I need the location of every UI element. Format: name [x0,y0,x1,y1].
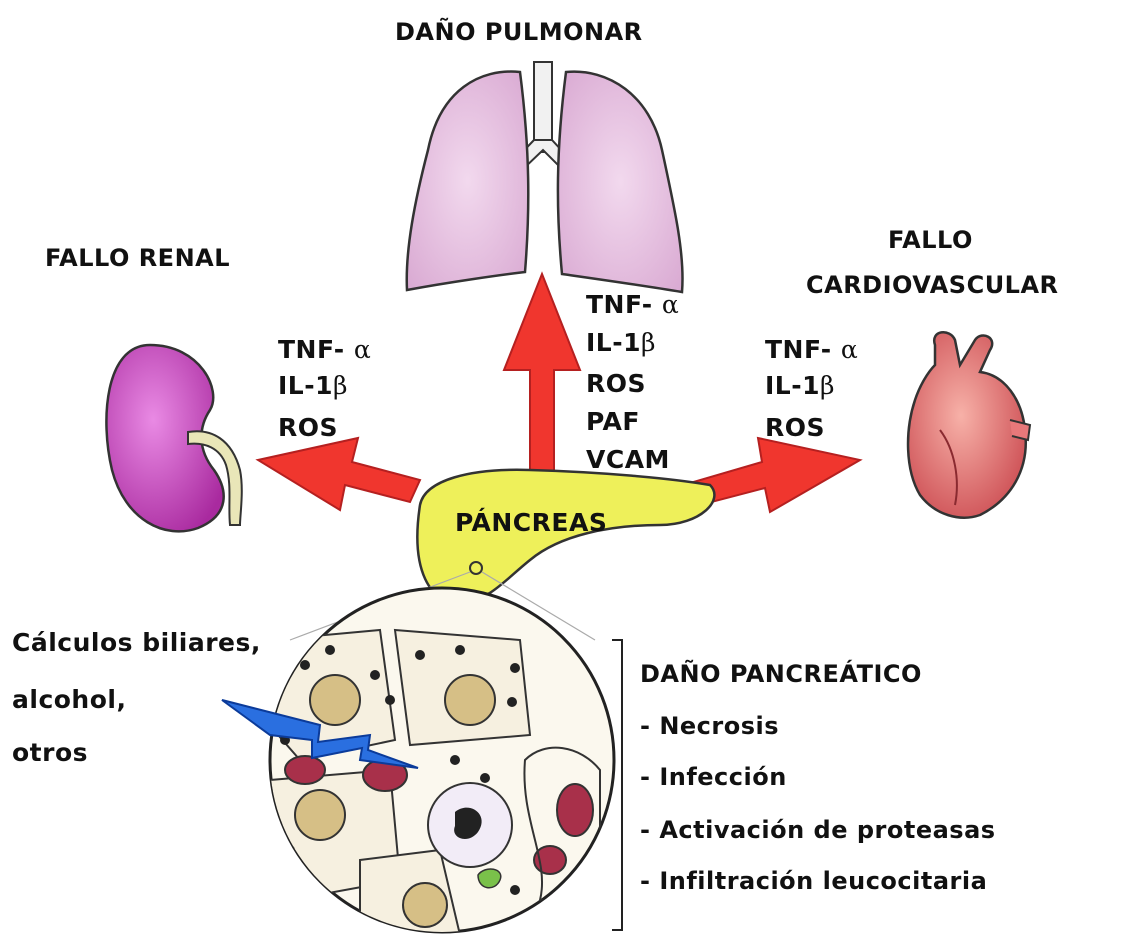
pulmonary-mediator-ros: ROS [586,366,646,402]
tissue-magnification [265,588,614,935]
damage-item-protease-activation: - Activación de proteasas [640,806,996,854]
damage-item-necrosis: - Necrosis [640,702,779,750]
kidney-title: FALLO RENAL [45,244,230,272]
arrow-to-lungs [504,274,580,480]
damage-item-leukocyte-infiltration: - Infiltración leucocitaria [640,857,987,905]
damage-item-infection: - Infección [640,753,787,801]
arrow-to-heart [690,438,860,512]
pancreatic-damage-title: DAÑO PANCREÁTICO [640,650,922,698]
renal-mediator-il1: IL-1β [278,368,348,404]
pulmonary-mediator-tnf: TNF- α [586,287,679,323]
cardio-mediator-il1: IL-1β [765,368,835,404]
renal-mediator-ros: ROS [278,410,338,446]
heart-title-line2: CARDIOVASCULAR [806,271,1059,299]
heart-illustration [908,332,1030,517]
pulmonary-mediator-paf: PAF [586,404,640,440]
arrow-to-kidney [258,438,420,510]
cause-alcohol: alcohol, [12,685,126,714]
cardio-mediator-tnf: TNF- α [765,332,858,368]
cause-others: otros [12,738,88,767]
lung-title: DAÑO PULMONAR [395,18,643,46]
pulmonary-mediator-vcam: VCAM [586,442,670,478]
cause-gallstones: Cálculos biliares, [12,628,261,657]
pancreas-label: PÁNCREAS [455,508,607,537]
pulmonary-mediator-il1: IL-1β [586,325,656,361]
lungs-illustration [407,62,683,292]
cardio-mediator-ros: ROS [765,410,825,446]
kidney-illustration [106,345,241,531]
heart-title-line1: FALLO [888,226,973,254]
renal-mediator-tnf: TNF- α [278,332,371,368]
